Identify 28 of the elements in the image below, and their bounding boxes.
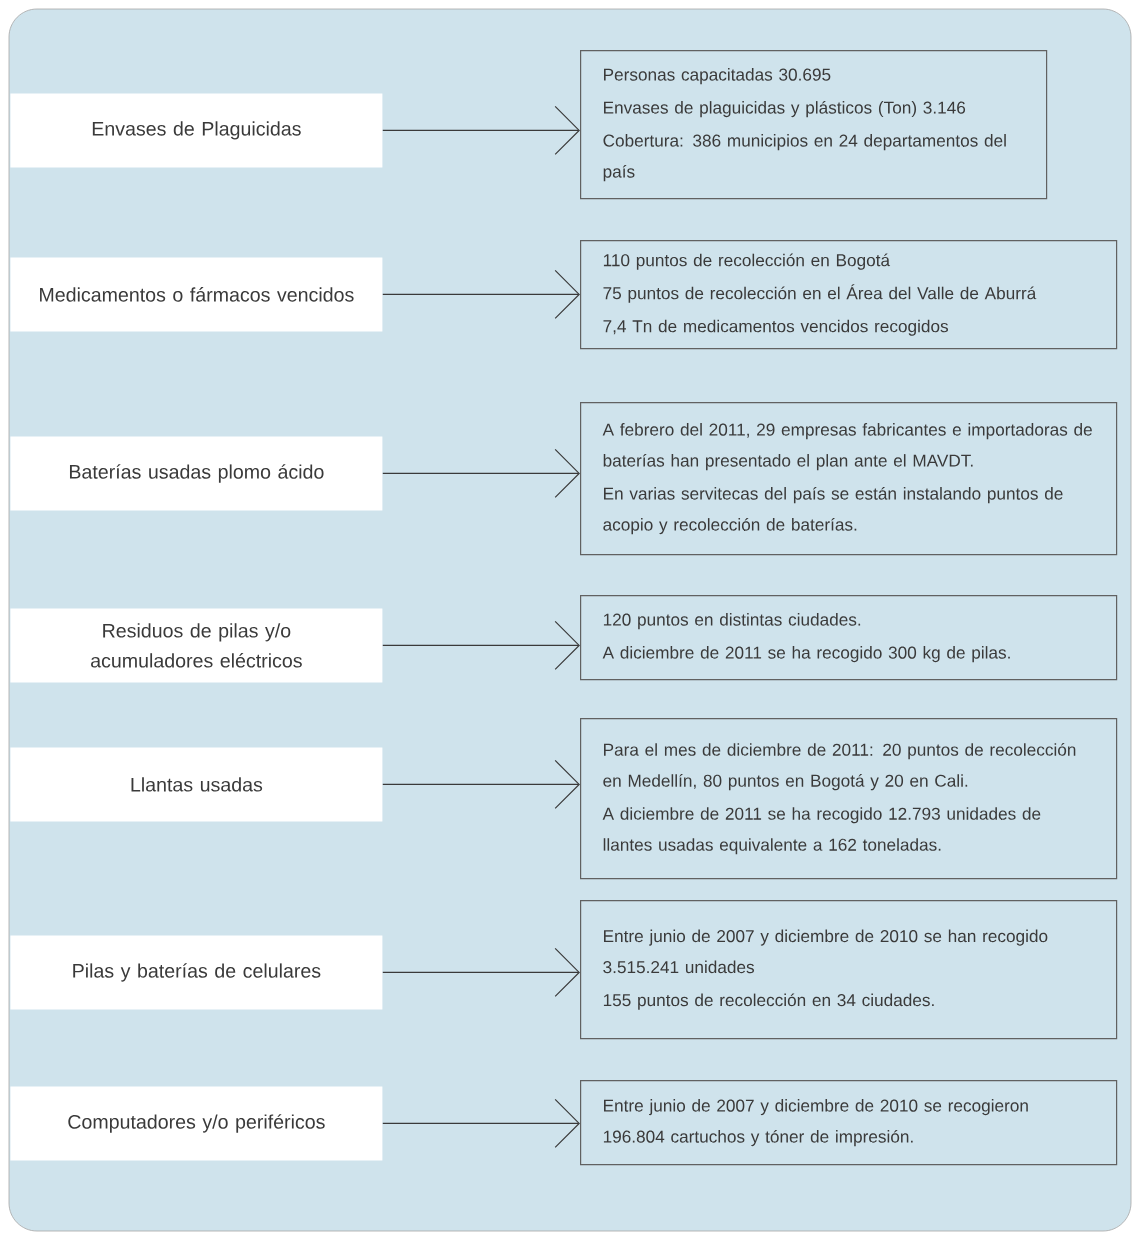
arrow <box>382 105 580 155</box>
info-box: A febrero del 2011, 29 empresas fabricantes e importadoras de baterías han presentado el plan ante el MAVDT. En varias servitecas del país se están instalando puntos de acopio y recolección de baterías. <box>580 402 1118 556</box>
node-label: Pilas y baterías de celulares <box>73 963 321 982</box>
category-box: Baterías usadas plomo ácido <box>10 436 383 511</box>
info-box: Entre junio de 2007 y diciembre de 2010 se han recogido 3.515.241 unidades 155 puntos de recolección en 34 ciudades. <box>580 900 1118 1040</box>
info-box: Entre junio de 2007 y diciembre de 2010 se recogieron 196.804 cartuchos y tóner de impresión. <box>580 1080 1118 1166</box>
category-box: Medicamentos o fármacos vencidos <box>10 257 383 332</box>
category-box: Residuos de pilas y/o acumuladores eléctricos <box>10 608 383 683</box>
node-label: Residuos de pilas y/o acumuladores eléctricos <box>91 623 302 668</box>
info-box: Personas capacitadas 30.695 Envases de plaguicidas y plásticos (Ton) 3.146 Cobertura: 386 municipios en 24 departamentos del país <box>580 50 1048 200</box>
node-label: Computadores y/o periféricos <box>68 1114 325 1133</box>
node-label: Baterías usadas plomo ácido <box>69 464 324 483</box>
info-box: 110 puntos de recolección en Bogotá 75 puntos de recolección en el Área del Valle de Aburrá 7,4 Tn de medicamentos vencidos recogidos <box>580 240 1118 350</box>
node-label: Envases de Plaguicidas <box>92 121 301 140</box>
node-label: Llantas usadas <box>131 777 263 792</box>
category-box: Pilas y baterías de celulares <box>10 935 383 1010</box>
info-box: 120 puntos en distintas ciudades. A diciembre de 2011 se ha recogido 300 kg de pilas. <box>580 595 1118 681</box>
node-label: Medicamentos o fármacos vencidos <box>40 287 354 302</box>
category-box: Envases de Plaguicidas <box>10 93 383 168</box>
category-box: Computadores y/o periféricos <box>10 1086 383 1161</box>
arrow <box>382 620 580 670</box>
arrow <box>382 269 580 319</box>
arrow <box>382 448 580 498</box>
arrow <box>382 947 580 997</box>
category-box: Llantas usadas <box>10 747 383 822</box>
arrow <box>382 759 580 809</box>
info-box: Para el mes de diciembre de 2011: 20 puntos de recolección en Medellín, 80 puntos en Bogotá y 20 en Cali. A diciembre de 2011 se ha recogido 12.793 unidades de llantes usadas equivalente a 162 toneladas. <box>580 718 1118 880</box>
arrow <box>382 1098 580 1148</box>
